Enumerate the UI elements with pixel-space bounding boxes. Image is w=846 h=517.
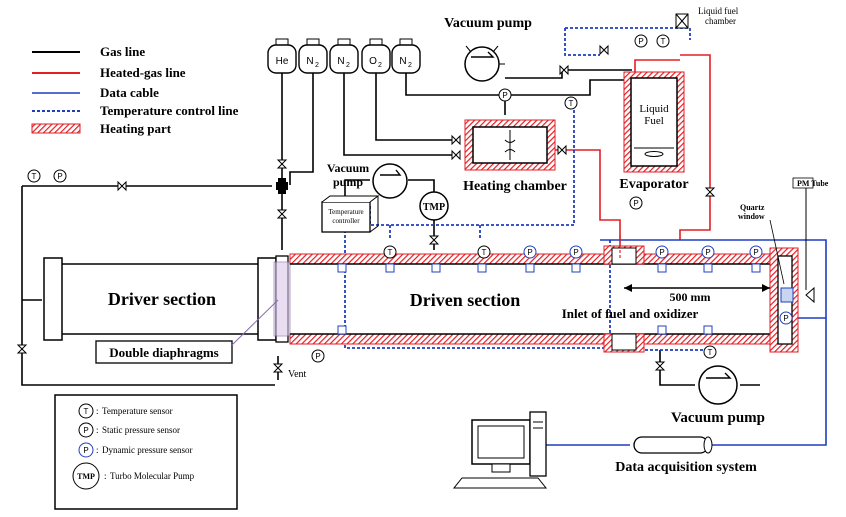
inlet-label: Inlet of fuel and oxidizer (562, 306, 699, 321)
evaporator: Liquid Fuel Evaporator (619, 71, 689, 192)
svg-text:2: 2 (315, 62, 319, 69)
cross-fitting (276, 178, 288, 194)
svg-text:Temperature sensor: Temperature sensor (102, 406, 173, 416)
cylinder-n2-a: N 2 (298, 38, 328, 74)
svg-text:N: N (399, 56, 406, 67)
svg-text::: : (104, 471, 107, 481)
heated-gas-lines (555, 54, 711, 255)
svg-text:P: P (57, 172, 62, 181)
svg-text:PM Tube: PM Tube (797, 179, 829, 188)
cylinder-he: He (267, 38, 297, 74)
svg-text:Vacuum pump: Vacuum pump (444, 16, 532, 31)
svg-text:P: P (315, 352, 320, 361)
svg-text:Temperature: Temperature (328, 208, 363, 216)
svg-text:N: N (337, 56, 344, 67)
svg-text::: : (96, 406, 99, 416)
turbo-molecular-pump: TMP (419, 191, 449, 221)
svg-text:P: P (573, 248, 578, 257)
svg-text:2: 2 (378, 62, 382, 69)
double-diaphragms: Double diaphragms (95, 299, 279, 364)
svg-text:P: P (638, 37, 643, 46)
svg-text:P: P (659, 248, 664, 257)
legend-heated-gas-line: Heated-gas line (100, 65, 186, 80)
cylinder-he-label: He (276, 56, 289, 67)
svg-text:T: T (482, 248, 487, 257)
temperature-controller: Temperature controller (321, 195, 380, 233)
svg-text:N: N (306, 56, 313, 67)
svg-text:P: P (83, 426, 88, 435)
svg-text:O: O (369, 56, 377, 67)
svg-text:500 mm: 500 mm (670, 290, 711, 304)
svg-text:controller: controller (332, 217, 360, 225)
evaporator-label: Evaporator (619, 177, 688, 192)
heating-chamber-label: Heating chamber (463, 179, 567, 194)
svg-text:P: P (783, 314, 788, 323)
svg-text:T: T (569, 99, 574, 108)
svg-text:P: P (705, 248, 710, 257)
svg-text:2: 2 (408, 62, 412, 69)
gas-cylinders: He N 2 N 2 O 2 N 2 (267, 38, 421, 74)
svg-text:Liquid fuel: Liquid fuel (698, 6, 739, 16)
svg-text:Static pressure sensor: Static pressure sensor (102, 425, 180, 435)
svg-text:T: T (388, 248, 393, 257)
sensors: T P T T P P P P P P P T P T P T P (27, 34, 793, 363)
cylinder-n2-b: N 2 (329, 38, 359, 74)
svg-text:Liquid: Liquid (639, 103, 669, 115)
svg-text:Quartz: Quartz (740, 203, 765, 212)
line-legend: Gas line Heated-gas line Data cable Temp… (31, 44, 239, 136)
svg-text:T: T (84, 407, 89, 416)
driver-section-label: Driver section (108, 289, 216, 309)
sensor-legend: T : Temperature sensor P : Static pressu… (54, 394, 238, 510)
svg-text:Dynamic pressure sensor: Dynamic pressure sensor (102, 445, 192, 455)
svg-text:Fuel: Fuel (644, 115, 664, 127)
pm-tube: PM Tube Quartz window (738, 177, 829, 304)
shock-tube: Driver section Driven section (43, 245, 799, 353)
legend-heating-part: Heating part (100, 121, 172, 136)
heating-chamber: Heating chamber (463, 119, 567, 194)
valves (16, 44, 716, 373)
legend-temperature-control-line: Temperature control line (100, 103, 239, 118)
svg-text:T: T (661, 37, 666, 46)
svg-text:TMP: TMP (423, 202, 445, 213)
svg-text:Double diaphragms: Double diaphragms (109, 345, 218, 360)
svg-text:2: 2 (346, 62, 350, 69)
legend-data-cable: Data cable (100, 85, 159, 100)
vacuum-pump-mid: Vacuum pump (327, 161, 408, 199)
vent-label: Vent (288, 369, 307, 380)
svg-text:Vacuum: Vacuum (327, 161, 369, 175)
svg-text:T: T (708, 348, 713, 357)
distance-500mm: 500 mm Inlet of fuel and oxidizer (562, 235, 770, 321)
vacuum-pump-top: Vacuum pump (444, 16, 532, 82)
svg-text:Vacuum pump: Vacuum pump (671, 410, 765, 426)
svg-text:chamber: chamber (705, 16, 736, 26)
svg-text::: : (96, 445, 99, 455)
svg-text:pump: pump (333, 175, 363, 189)
svg-text:P: P (633, 199, 638, 208)
svg-text:Turbo Molecular Pump: Turbo Molecular Pump (110, 471, 195, 481)
cylinder-o2: O 2 (361, 38, 391, 74)
svg-text:T: T (32, 172, 37, 181)
vacuum-pump-bottom: Vacuum pump (671, 365, 765, 426)
daq-unit: Data acquisition system (615, 436, 757, 475)
svg-text:TMP: TMP (77, 472, 95, 481)
svg-text:Data acquisition system: Data acquisition system (615, 460, 757, 475)
svg-text::: : (96, 425, 99, 435)
driven-section-label: Driven section (410, 290, 520, 310)
svg-text:P: P (753, 248, 758, 257)
svg-text:P: P (502, 91, 507, 100)
cylinder-n2-c: N 2 (391, 38, 421, 74)
svg-text:window: window (738, 212, 765, 221)
svg-text:P: P (527, 248, 532, 257)
liquid-fuel-chamber: Liquid fuel chamber (675, 6, 739, 29)
legend-gas-line: Gas line (100, 44, 145, 59)
svg-text:P: P (83, 446, 88, 455)
computer-icon (452, 411, 548, 489)
